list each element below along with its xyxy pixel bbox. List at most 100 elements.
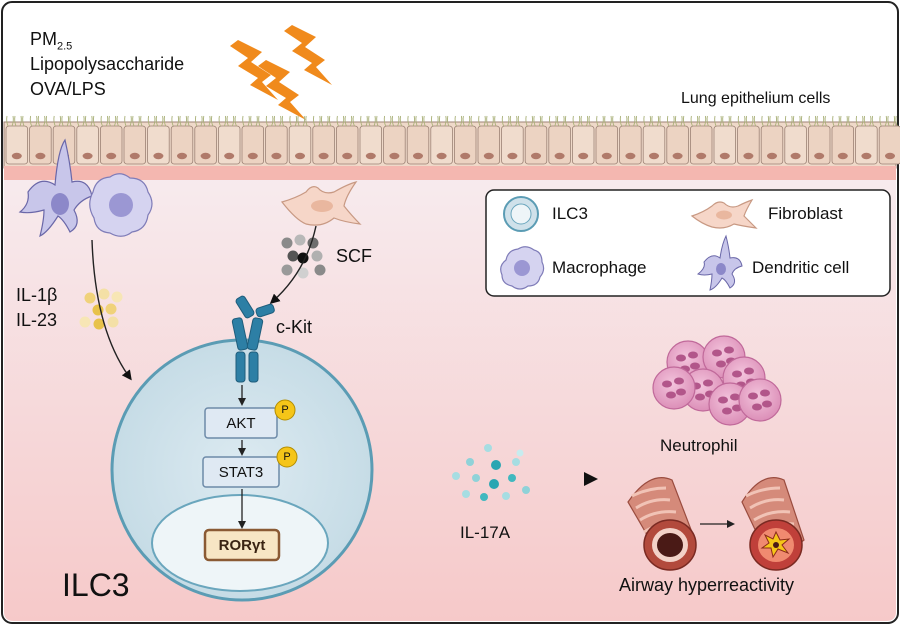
epithelium-cilium [208,115,211,127]
neutrophil-nucleus-lobe [688,351,698,359]
epithelium-cilium [745,115,749,127]
il17a-arrowhead [584,472,598,486]
epithelium-cilium [45,115,49,127]
epithelium-cilium [176,115,179,127]
neutrophil-nucleus-lobe [732,370,742,378]
epithelium-cilium [14,115,17,127]
epithelium-cell [194,125,217,165]
phospho-label-stat3: P [283,451,291,463]
epithelium-cilium [116,115,119,127]
pathway [202,385,298,562]
epithelium-cilium [200,115,203,127]
neutrophil-nucleus-lobe [676,354,686,362]
epithelium-nucleus [483,152,494,160]
epithelium-cilium [389,115,392,127]
epithelium-cell [619,125,642,165]
neutrophil-nucleus-lobe [718,396,728,404]
epithelium-cilium [436,115,439,127]
epithelium-cilium [525,115,528,127]
dendritic-cell-icon [18,138,93,238]
epithelium-cilium [509,115,513,127]
trigger-pm25-sub: 2.5 [57,40,73,53]
epithelium-cell [572,125,595,165]
epithelium-cilium [373,115,376,127]
epithelium-cell [831,125,855,165]
epithelium-cell [359,125,383,165]
epithelium-cilium [85,115,88,127]
epithelium-cilium [352,115,355,127]
epithelium-cell [29,125,52,165]
il17a-label: IL-17A [460,523,511,542]
neutrophil-nucleus-lobe [762,400,772,408]
epithelium-cilium [816,115,819,127]
epithelium-cilium [100,115,103,127]
epithelium-cilium [562,115,565,127]
epithelium-cilium [478,115,481,127]
epithelium-cilium [895,115,898,127]
phospho-badge-stat3 [276,446,298,468]
epithelium-cilium [273,115,277,127]
neutrophil-nucleus-lobe [690,362,700,370]
epithelium-cell [265,125,288,165]
epithelium-cell [784,125,807,165]
epithelium-cilium [840,115,843,127]
epithelium-cell [524,125,548,165]
epithelium-cilium [486,115,489,127]
epithelium-cilium [577,115,581,127]
legend-macrophage-label: Macrophage [552,258,647,277]
epithelium-cilium [470,115,473,127]
epithelium-cilium [297,115,300,127]
epithelium-cilium [585,115,589,127]
epithelium-cilium [743,115,746,127]
epithelium-cilium [612,115,615,127]
epithelium-cilium [124,115,127,127]
epithelium-cilium [651,115,654,127]
epithelium-cilium [557,115,560,127]
epithelium-cilium [824,115,827,127]
epithelium-cilium [302,115,305,127]
epithelium-cilium [376,115,379,127]
signal-arrow-il23 [91,239,132,381]
epithelium-cilium [884,115,887,127]
akt-label: AKT [226,414,256,432]
epithelium-cell [217,125,241,165]
epithelium-cilium [766,115,769,127]
epithelium-cilium [695,115,699,127]
epithelium-nucleus [531,152,541,160]
epithelium-cell [147,125,170,165]
epithelium-cilium [675,115,678,127]
epithelium-nucleus [837,152,848,160]
epithelium-cilium [294,115,297,127]
epithelium-cilium [265,115,269,127]
epithelium-cilium [105,115,109,127]
epithelium-cilium [863,115,867,127]
epithelium-nucleus [177,152,187,160]
epithelium-cilium [113,115,117,127]
epithelium-nucleus [436,152,447,160]
epithelium-cilium [483,115,486,127]
epithelium-cilium [447,115,450,127]
epithelium-cilium [887,115,890,127]
epithelium-cilium [627,115,631,127]
epithelium-cilium [777,115,780,127]
epithelium-cilium [845,115,848,127]
epithelium-cilium [656,115,659,127]
epithelium-cilium [349,115,353,127]
neutrophil-nucleus-lobe [666,391,676,399]
epithelium-nucleus [200,152,211,160]
epithelium-nucleus [625,152,636,160]
neutrophil-nucleus-lobe [676,388,686,396]
epithelium-cilium [722,115,725,127]
neutrophil-cell [738,378,782,422]
epithelium-cell [690,125,713,165]
epithelium-cilium [61,115,64,127]
epithelium-nucleus [885,152,895,160]
legend-fibroblast-icon [690,198,758,229]
epithelium-cilium [271,115,274,127]
epithelium-cilium [538,115,541,127]
epithelium-cilium [344,115,347,127]
roryt-box [203,528,281,562]
epithelium-cilium [667,115,670,127]
signal-arrow-scf [269,225,317,304]
epithelium-cilium [231,115,235,127]
